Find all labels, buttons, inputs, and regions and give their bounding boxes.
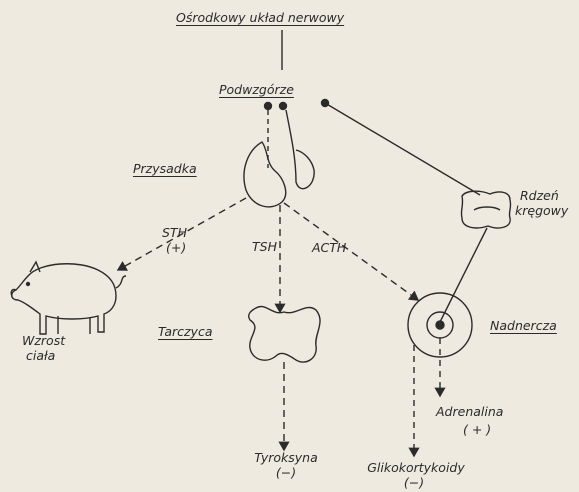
hypothalamus-dot-mid: [280, 103, 287, 110]
thyroxine-sign: (−): [266, 467, 306, 480]
adrenal-core: [436, 321, 444, 329]
adrenal-label: Nadnercza: [490, 320, 557, 333]
pituitary-shape: [244, 142, 286, 207]
spinal-adrenal-line: [440, 228, 487, 322]
adrenaline-label: Adrenalina: [436, 406, 503, 419]
sth-label: STH: [162, 227, 187, 240]
spinal-cord-label-line2: kręgowy: [515, 205, 568, 218]
spinal-cord-shape: [461, 191, 510, 228]
thyroxine-label: Tyroksyna: [246, 452, 326, 465]
pituitary-label: Przysadka: [133, 163, 197, 176]
hypothalamus-label: Podwzgórze: [219, 84, 294, 97]
acth-label: ACTH: [312, 242, 346, 255]
adrenaline-sign: ( + ): [463, 424, 491, 437]
glucocorticoids-sign: (−): [394, 477, 434, 490]
acth-arrow: [284, 203, 418, 300]
sth-sign: (+): [166, 242, 186, 255]
thyroid-label: Tarczyca: [158, 326, 213, 339]
growth-label-line1: Wzrost: [22, 335, 65, 348]
glucocorticoids-label: Glikokortykoidy: [356, 462, 476, 475]
cns-label: Ośrodkowy układ nerwowy: [176, 12, 344, 25]
hypothalamus-dot-left: [265, 103, 272, 110]
spinal-cord-canal: [474, 207, 500, 210]
pig-icon: [11, 262, 126, 334]
spinal-cord-label-line1: Rdzeń: [520, 190, 559, 203]
tsh-label: TSH: [252, 241, 277, 254]
pituitary-posterior-lobe: [286, 110, 314, 189]
growth-label-line2: ciała: [26, 350, 55, 363]
thyroid-shape: [249, 306, 320, 362]
hypothalamus-spinal-line: [325, 103, 480, 195]
